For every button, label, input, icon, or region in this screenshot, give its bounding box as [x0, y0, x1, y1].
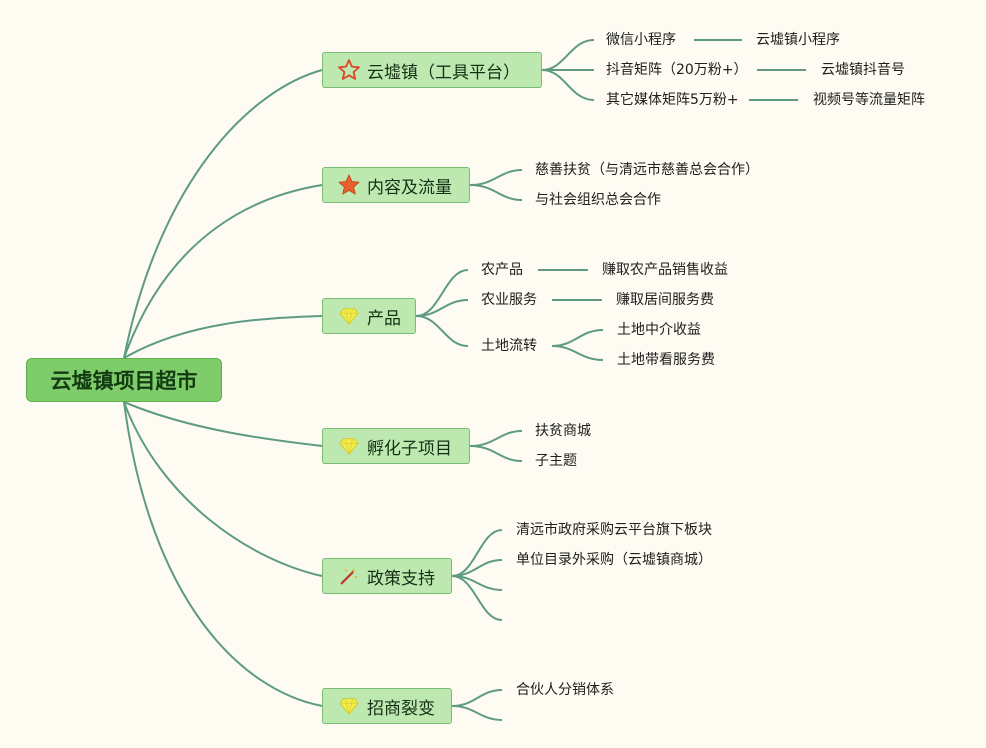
node-land-viewing-fee[interactable]: 土地带看服务费 [617, 352, 715, 368]
node-outside-catalog-purchase[interactable]: 单位目录外采购（云墟镇商城） [516, 552, 712, 568]
gem-icon [337, 304, 361, 328]
branch-label: 招商裂变 [367, 698, 435, 719]
node-partner-distribution[interactable]: 合伙人分销体系 [516, 682, 614, 698]
node-poverty-mall[interactable]: 扶贫商城 [535, 423, 591, 439]
star-outline-icon [337, 58, 361, 82]
node-social-org[interactable]: 与社会组织总会合作 [535, 192, 661, 208]
gem-icon [337, 694, 361, 718]
branch-content-traffic[interactable]: 内容及流量 [322, 167, 470, 203]
branch-label: 云墟镇（工具平台） [367, 62, 520, 83]
gem-icon [337, 434, 361, 458]
node-yunxu-douyin[interactable]: 云墟镇抖音号 [821, 62, 905, 78]
node-land-transfer[interactable]: 土地流转 [481, 338, 537, 354]
node-broker-fee[interactable]: 赚取居间服务费 [616, 292, 714, 308]
branch-incubation[interactable]: 孵化子项目 [322, 428, 470, 464]
root-topic-label: 云墟镇项目超市 [50, 369, 198, 393]
branch-label: 产品 [367, 308, 401, 329]
branch-tool-platform[interactable]: 云墟镇（工具平台） [322, 52, 542, 88]
root-topic[interactable]: 云墟镇项目超市 [26, 358, 222, 402]
node-wechat-miniprogram[interactable]: 微信小程序 [606, 32, 676, 48]
magic-wand-icon [337, 564, 361, 588]
branch-investment-fission[interactable]: 招商裂变 [322, 688, 452, 724]
branch-label: 孵化子项目 [367, 438, 452, 459]
node-yunxu-miniprogram[interactable]: 云墟镇小程序 [756, 32, 840, 48]
node-other-media-matrix[interactable]: 其它媒体矩阵5万粉+ [606, 92, 739, 108]
star-filled-icon [337, 173, 361, 197]
node-agri-sales-revenue[interactable]: 赚取农产品销售收益 [602, 262, 728, 278]
node-agri-products[interactable]: 农产品 [481, 262, 523, 278]
node-gov-procurement[interactable]: 清远市政府采购云平台旗下板块 [516, 522, 712, 538]
branch-label: 内容及流量 [367, 177, 452, 198]
node-agri-services[interactable]: 农业服务 [481, 292, 537, 308]
branch-policy-support[interactable]: 政策支持 [322, 558, 452, 594]
node-video-account-matrix[interactable]: 视频号等流量矩阵 [813, 92, 925, 108]
node-douyin-matrix[interactable]: 抖音矩阵（20万粉+） [606, 62, 748, 78]
node-subtopic[interactable]: 子主题 [535, 453, 577, 469]
branch-label: 政策支持 [367, 568, 435, 589]
node-charity[interactable]: 慈善扶贫（与清远市慈善总会合作） [535, 162, 759, 178]
node-land-agency-revenue[interactable]: 土地中介收益 [617, 322, 701, 338]
branch-product[interactable]: 产品 [322, 298, 416, 334]
